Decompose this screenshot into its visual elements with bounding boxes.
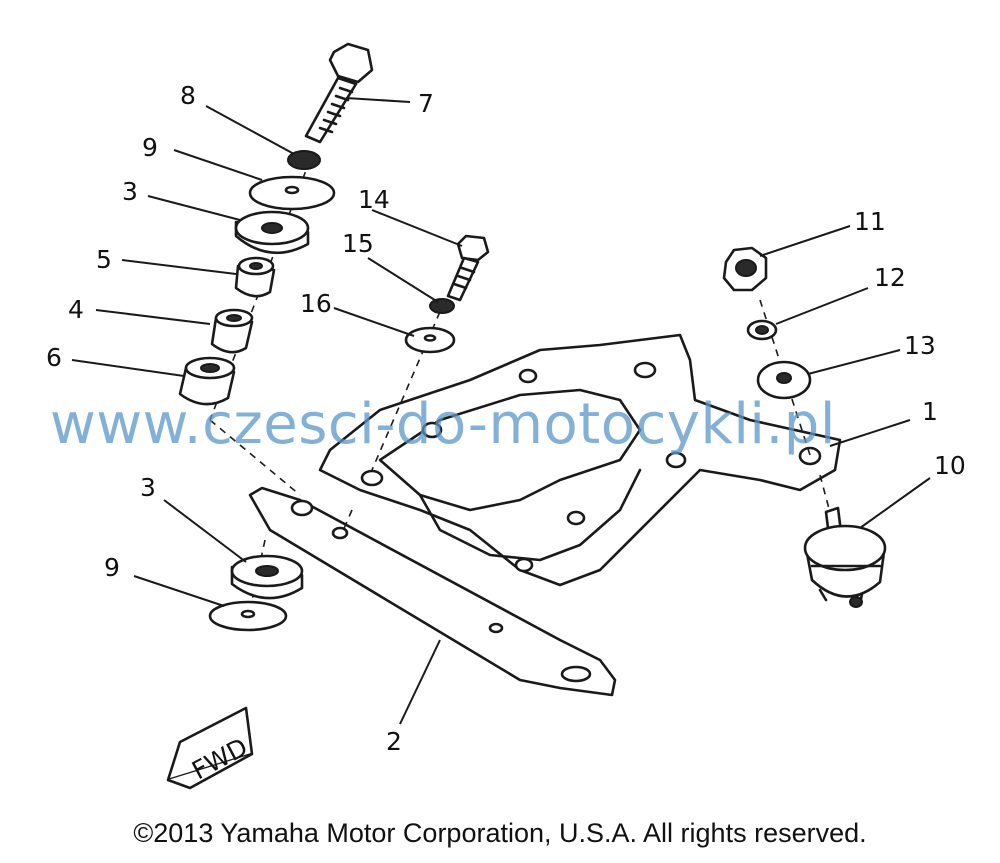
callout-3-upper: 3 xyxy=(122,177,138,206)
callout-9-lower: 9 xyxy=(104,553,120,582)
mounting-plate-part-1 xyxy=(318,333,842,587)
callout-9-upper: 9 xyxy=(142,133,158,162)
callout-5: 5 xyxy=(96,245,112,274)
lock-washer-part-8 xyxy=(287,150,321,170)
nut-part-11 xyxy=(722,246,768,292)
bolt-part-7 xyxy=(304,42,374,144)
leader-lines xyxy=(71,97,931,725)
forward-direction-marker: FWD xyxy=(166,706,254,790)
copyright-notice: ©2013 Yamaha Motor Corporation, U.S.A. A… xyxy=(133,818,867,848)
rubber-mount-part-10 xyxy=(803,506,887,608)
callout-14: 14 xyxy=(358,185,390,214)
callout-1: 1 xyxy=(922,397,938,426)
washer-part-9-upper xyxy=(248,175,336,211)
washer-part-16 xyxy=(404,326,456,354)
callout-10: 10 xyxy=(934,451,966,480)
callout-numbers: 8 7 9 3 5 4 6 14 15 16 11 12 13 1 10 3 9… xyxy=(46,81,966,756)
callout-13: 13 xyxy=(904,331,936,360)
callout-11: 11 xyxy=(854,207,886,236)
watermark-text: www.czesci-do-motocykli.pl xyxy=(50,392,836,457)
lower-bracket-part-2 xyxy=(248,486,617,697)
damper-part-3-upper xyxy=(234,210,310,255)
bushing-part-6 xyxy=(178,356,236,406)
washer-part-12 xyxy=(746,319,778,341)
washer-part-13 xyxy=(756,360,812,400)
callout-2: 2 xyxy=(386,727,402,756)
damper-part-3-lower xyxy=(230,554,304,600)
lock-washer-part-15 xyxy=(429,298,455,314)
callout-6: 6 xyxy=(46,343,62,372)
callout-15: 15 xyxy=(342,229,374,258)
collar-part-4 xyxy=(210,308,254,354)
callout-16: 16 xyxy=(300,289,332,318)
collar-part-5 xyxy=(234,256,276,298)
callout-4: 4 xyxy=(68,295,84,324)
callout-7: 7 xyxy=(418,89,434,118)
washer-part-9-lower xyxy=(208,600,288,632)
callout-12: 12 xyxy=(874,263,906,292)
callout-3-lower: 3 xyxy=(140,473,156,502)
callout-8: 8 xyxy=(180,81,196,110)
bolt-part-14 xyxy=(446,234,490,302)
